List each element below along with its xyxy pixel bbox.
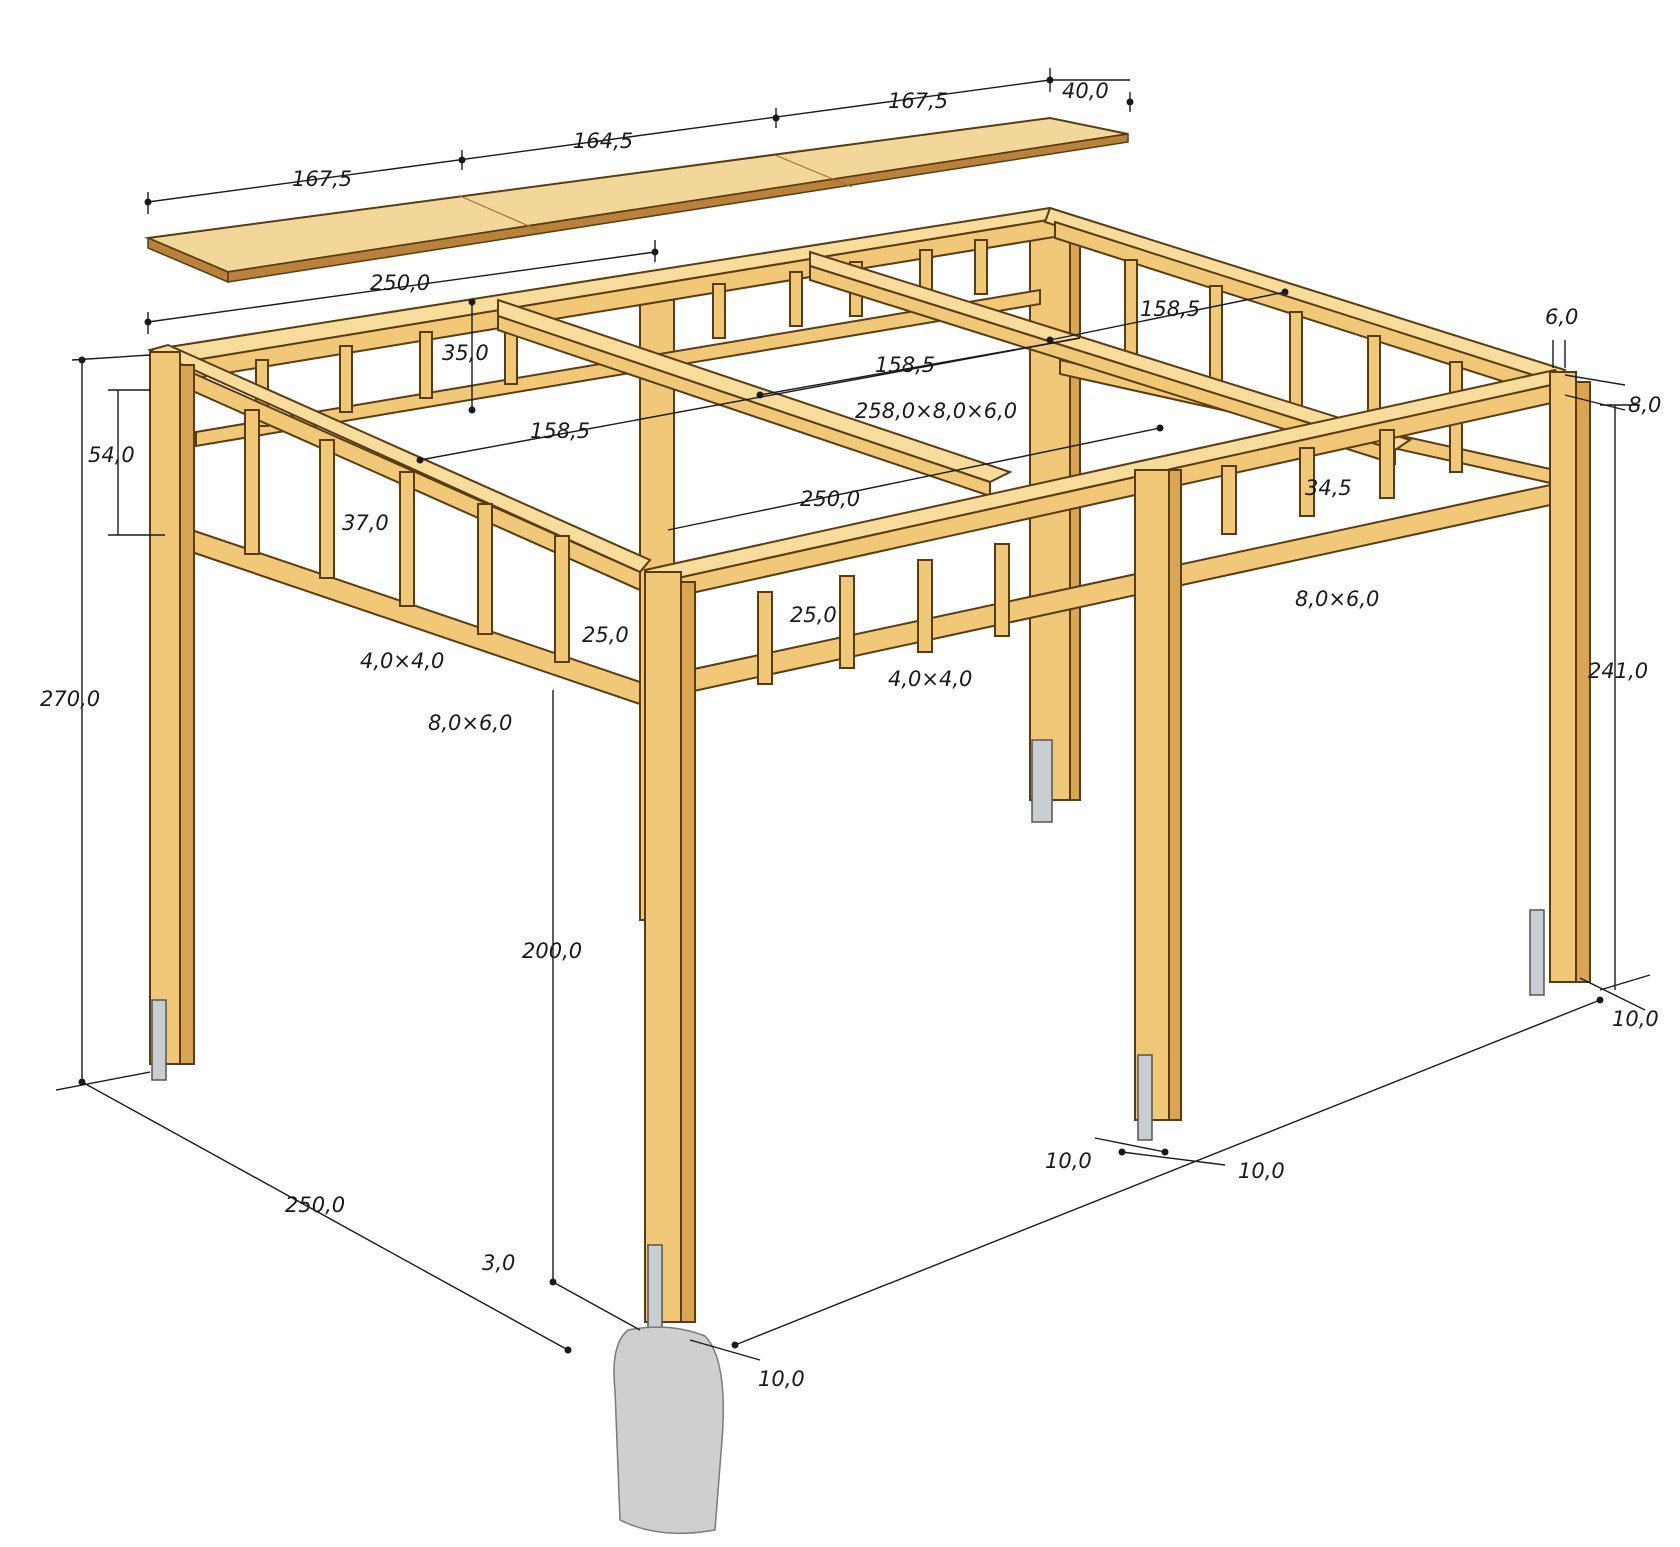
- label-height-241: 241,0: [1588, 659, 1648, 683]
- label-back-158: 158,5: [1140, 297, 1200, 321]
- roof-board: [144, 116, 1129, 284]
- label-height-200: 200,0: [522, 939, 582, 963]
- label-top-span: 250,0: [370, 271, 430, 295]
- dimension-lines: [55, 68, 1651, 1361]
- label-top-6: 6,0: [1545, 305, 1578, 329]
- label-roof-c: 167,5: [888, 89, 948, 113]
- label-rail-25-left: 25,0: [582, 623, 629, 647]
- label-roof-b: 164,5: [573, 129, 633, 153]
- label-roof-thickness: 40,0: [1062, 79, 1109, 103]
- label-slat-44-left: 4,0×4,0: [360, 649, 444, 673]
- label-base-3: 3,0: [482, 1251, 515, 1275]
- label-gap-345: 34,5: [1305, 476, 1352, 500]
- label-mid-158: 158,5: [875, 353, 935, 377]
- label-front-158: 158,5: [530, 419, 590, 443]
- dimension-dots: [78, 76, 1604, 1354]
- label-rail-25-front: 25,0: [790, 603, 837, 627]
- label-side-54: 54,0: [88, 443, 135, 467]
- label-beam-258: 258,0×8,0×6,0: [855, 399, 1017, 423]
- front-posts: [149, 351, 1591, 1336]
- label-rail-86-left: 8,0×6,0: [428, 711, 512, 735]
- cross-beams: [497, 250, 1413, 498]
- label-height-270: 270,0: [40, 687, 100, 711]
- dimension-labels: 167,5 164,5 167,5 40,0 250,0 35,0 54,0 1…: [40, 79, 1661, 1391]
- label-rail-86-right: 8,0×6,0: [1295, 587, 1379, 611]
- label-top-8: 8,0: [1628, 393, 1661, 417]
- concrete-footing: [613, 1326, 724, 1535]
- label-post-10-right: 10,0: [1612, 1007, 1659, 1031]
- label-gap-37: 37,0: [342, 511, 389, 535]
- label-post-10-mid-left: 10,0: [1045, 1149, 1092, 1173]
- label-rail-35: 35,0: [442, 341, 489, 365]
- label-span-250-mid: 250,0: [800, 487, 860, 511]
- left-side-frame: [147, 343, 652, 706]
- label-slat-44-front: 4,0×4,0: [888, 667, 972, 691]
- label-roof-a: 167,5: [292, 167, 352, 191]
- label-base-250: 250,0: [285, 1193, 345, 1217]
- label-post-10-mid-right: 10,0: [1238, 1159, 1285, 1183]
- label-post-10-front: 10,0: [758, 1367, 805, 1391]
